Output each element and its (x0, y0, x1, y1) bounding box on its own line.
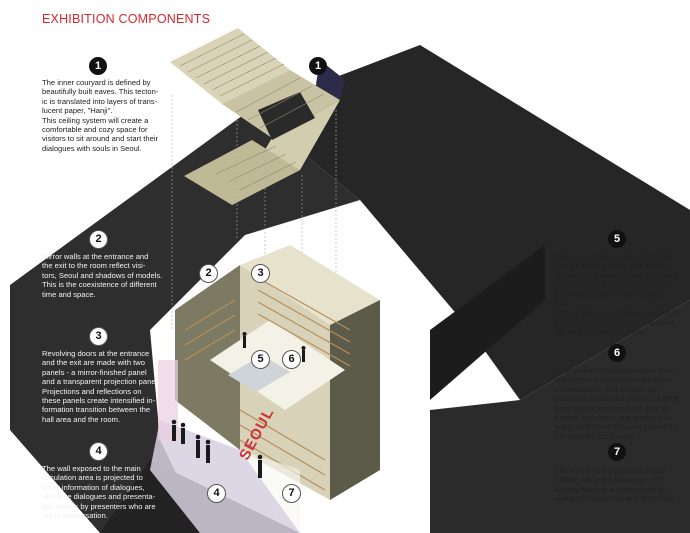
diagram-title: EXHIBITION COMPONENTS (42, 12, 211, 26)
badge-ceiling-1: 1 (309, 57, 327, 75)
badge-component-2: 2 (89, 230, 108, 249)
component-5-description: Visitors can start to talk with exhibi-t… (555, 252, 678, 337)
badge-mirror-wall-2: 2 (199, 264, 218, 283)
badge-dialogue-5: 5 (251, 350, 270, 369)
badge-component-7: 7 (608, 443, 626, 461)
dark-wall-right-face (430, 245, 545, 400)
badge-component-6: 6 (608, 344, 626, 362)
badge-component-3: 3 (89, 327, 108, 346)
dark-hall-volume-left (10, 110, 360, 533)
badge-floor-7: 7 (282, 484, 301, 503)
dark-hall-volume-top (250, 45, 690, 400)
badge-component-5: 5 (608, 230, 626, 248)
badge-shelves-6: 6 (282, 350, 301, 369)
badge-component-1: 1 (89, 57, 107, 75)
badge-wall-4: 4 (207, 484, 226, 503)
badge-component-4: 4 (89, 442, 108, 461)
badge-revolving-door-3: 3 (251, 264, 270, 283)
exhibition-room (150, 245, 380, 533)
